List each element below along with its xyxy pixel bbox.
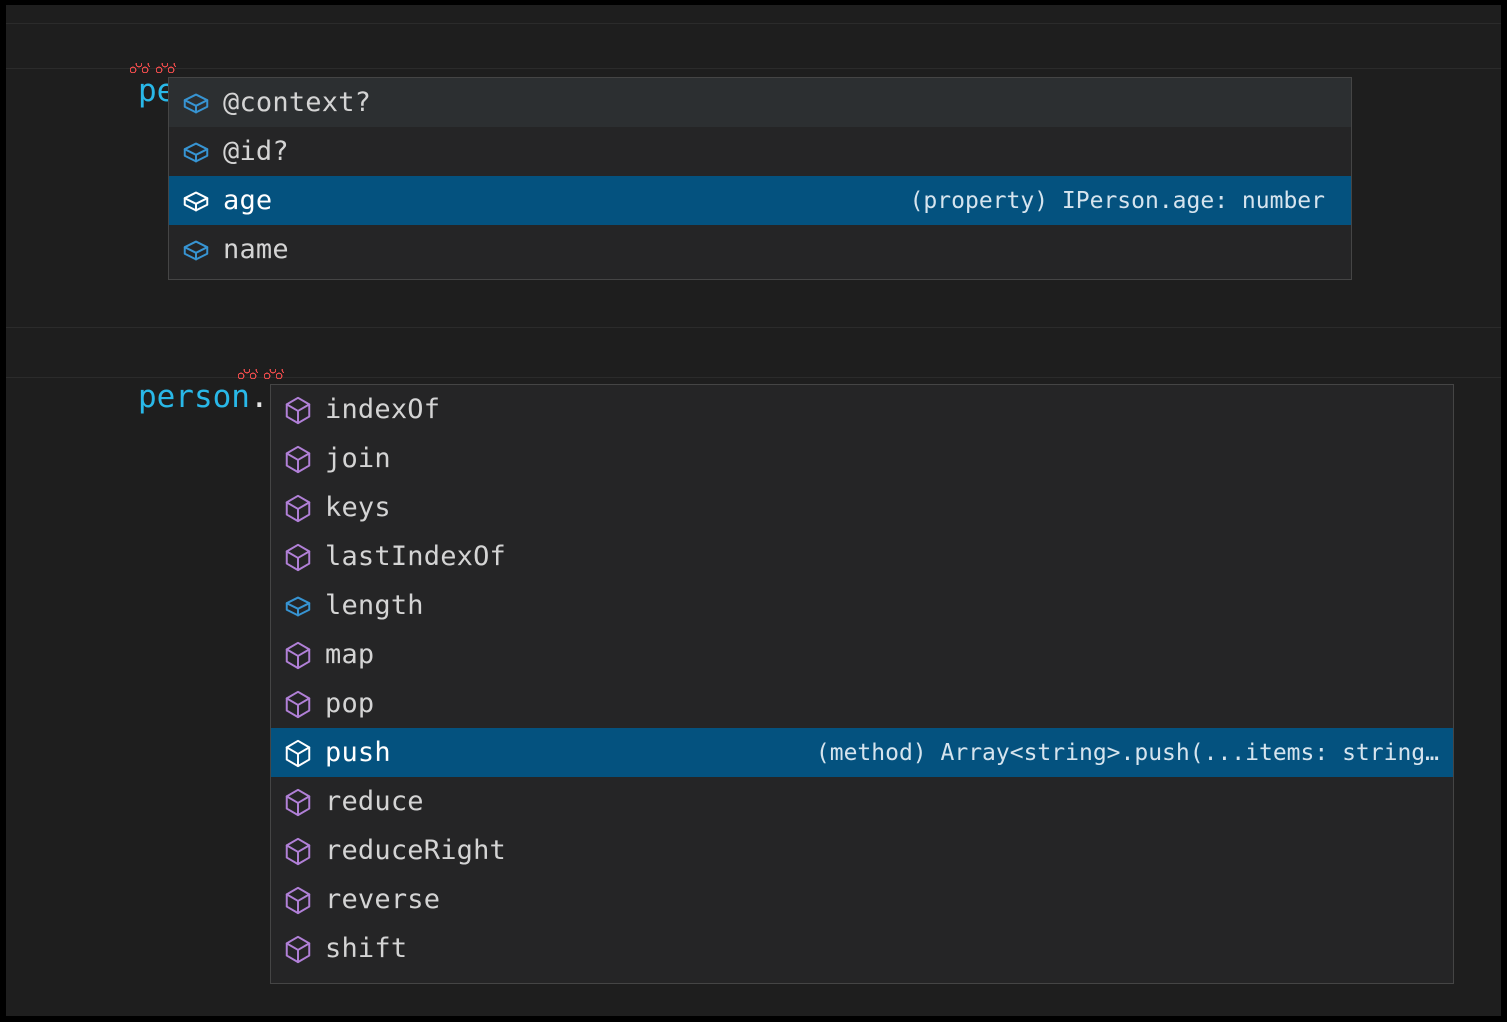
- error-squiggle: [130, 63, 150, 73]
- editor-line-divider: [6, 23, 1501, 24]
- suggestion-list[interactable]: indexOf join keys lastIndexOf length map pop pu…: [271, 385, 1453, 983]
- editor-line-divider: [6, 327, 1501, 328]
- suggestion-item-join[interactable]: join: [271, 434, 1453, 483]
- method-cube-icon: [283, 689, 313, 719]
- suggestion-item-label: reduceRight: [325, 834, 507, 866]
- suggestion-item-label: length: [325, 589, 424, 621]
- method-cube-icon: [283, 493, 313, 523]
- editor-surface[interactable]: person.; person.name.; @context?@id?age(…: [6, 5, 1501, 1016]
- suggestion-item-label: name: [223, 233, 289, 265]
- suggestion-widget-array-methods[interactable]: indexOf join keys lastIndexOf length map pop pu…: [270, 384, 1454, 984]
- suggestion-item-keys[interactable]: keys: [271, 483, 1453, 532]
- suggestion-item-label: pop: [325, 687, 375, 719]
- suggestion-item-detail: (property) IPerson.age: number: [909, 187, 1325, 214]
- property-cube-icon: [181, 186, 211, 216]
- method-cube-icon: [283, 885, 313, 915]
- suggestion-item-age[interactable]: age (property) IPerson.age: number: [169, 176, 1351, 225]
- editor-line-divider: [6, 68, 1501, 69]
- error-squiggle: [264, 369, 284, 379]
- suggestion-item-map[interactable]: map: [271, 630, 1453, 679]
- suggestion-widget-properties[interactable]: @context? @id? age (property) IPerson.age: …: [168, 77, 1352, 280]
- suggestion-item-label: keys: [325, 491, 391, 523]
- suggestion-item-context[interactable]: @context?: [169, 78, 1351, 127]
- suggestion-item-reduce[interactable]: reduce: [271, 777, 1453, 826]
- suggestion-item-pop[interactable]: pop: [271, 679, 1453, 728]
- suggestion-item-name[interactable]: name: [169, 225, 1351, 274]
- suggestion-item-label: age: [223, 184, 273, 216]
- suggestion-item-label: @context?: [223, 86, 372, 118]
- property-cube-icon: [283, 591, 313, 621]
- error-squiggle: [156, 63, 176, 73]
- method-cube-icon: [283, 640, 313, 670]
- suggestion-item-lastindexof[interactable]: lastIndexOf: [271, 532, 1453, 581]
- suggestion-item-push[interactable]: push (method) Array<string>.push(...items…: [271, 728, 1453, 777]
- error-squiggle: [238, 369, 258, 379]
- suggestion-item-label: shift: [325, 932, 408, 964]
- code-token-variable: person: [137, 379, 250, 415]
- suggestion-item-label: @id?: [223, 135, 289, 167]
- suggestion-item-id[interactable]: @id?: [169, 127, 1351, 176]
- method-cube-icon: [283, 542, 313, 572]
- method-cube-icon: [283, 836, 313, 866]
- suggestion-item-label: reverse: [325, 883, 441, 915]
- suggestion-item-shift[interactable]: shift: [271, 924, 1453, 973]
- suggestion-item-reduceright[interactable]: reduceRight: [271, 826, 1453, 875]
- suggestion-item-label: reduce: [325, 785, 424, 817]
- method-cube-icon: [283, 738, 313, 768]
- suggestion-item-length[interactable]: length: [271, 581, 1453, 630]
- suggestion-item-label: push: [325, 736, 391, 768]
- suggestion-item-label: map: [325, 638, 375, 670]
- suggestion-item-reverse[interactable]: reverse: [271, 875, 1453, 924]
- suggestion-item-detail: (method) Array<string>.push(...items: st…: [815, 739, 1439, 766]
- method-cube-icon: [283, 395, 313, 425]
- suggestion-item-indexof[interactable]: indexOf: [271, 385, 1453, 434]
- suggestion-item-label: lastIndexOf: [325, 540, 507, 572]
- method-cube-icon: [283, 934, 313, 964]
- property-cube-icon: [181, 88, 211, 118]
- suggestion-list[interactable]: @context? @id? age (property) IPerson.age: …: [169, 78, 1351, 279]
- code-token-dot: .: [249, 379, 269, 415]
- suggestion-item-label: indexOf: [325, 393, 441, 425]
- property-cube-icon: [181, 235, 211, 265]
- property-cube-icon: [181, 137, 211, 167]
- editor-line-divider: [6, 377, 1501, 378]
- method-cube-icon: [283, 787, 313, 817]
- method-cube-icon: [283, 444, 313, 474]
- suggestion-item-label: join: [325, 442, 391, 474]
